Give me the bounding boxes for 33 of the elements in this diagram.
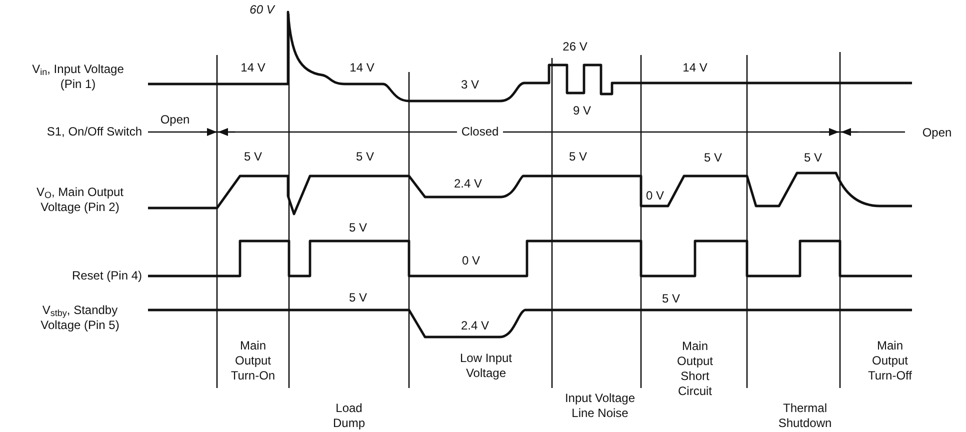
- phase-label: Load Dump: [332, 401, 366, 431]
- voltage-value: 14 V: [682, 60, 708, 76]
- voltage-value: 5 V: [568, 150, 587, 164]
- voltage-value: 3 V: [460, 78, 479, 92]
- voltage-value: 2.4 V: [454, 176, 482, 192]
- voltage-value: 5 V: [704, 150, 722, 166]
- state-label: Open: [922, 126, 952, 140]
- signal-name: Reset (Pin 4): [72, 268, 142, 284]
- phase-label: Main Output Turn-On: [230, 338, 276, 384]
- voltage-value: 5 V: [244, 150, 262, 164]
- phase-label: Thermal Shutdown: [777, 401, 833, 431]
- signal-name: V$_{O}$, Main Output Voltage (Pin 2): [35, 185, 125, 215]
- signal-name: V$_{stby}$, Standby Voltage (Pin 5): [40, 303, 120, 333]
- signal-name: S1, On/Off Switch: [46, 124, 142, 140]
- voltage-value: 5 V: [804, 150, 822, 166]
- voltage-value: 26 V: [562, 40, 588, 54]
- voltage-value: 5 V: [356, 150, 374, 164]
- voltage-value: 14 V: [240, 60, 266, 76]
- voltage-value: 5 V: [348, 290, 367, 306]
- voltage-value: 0 V: [646, 188, 664, 204]
- phase-label: Low Input Voltage: [458, 351, 514, 381]
- voltage-value: 5 V: [348, 220, 367, 236]
- voltage-value: 5 V: [662, 292, 680, 306]
- state-label: Open: [160, 112, 190, 128]
- phase-label: Main Output Turn-Off: [866, 338, 913, 384]
- voltage-value: 60 V: [250, 2, 274, 18]
- phase-label: Input Voltage Line Noise: [564, 391, 636, 421]
- voltage-value: 9 V: [572, 104, 591, 118]
- voltage-value: 2.4 V: [460, 318, 490, 334]
- voltage-value: 0 V: [462, 254, 480, 268]
- voltage-value: 14 V: [350, 60, 374, 76]
- phase-label: Main Output Short Circuit: [676, 339, 714, 399]
- signal-name: V$_{in}$, Input Voltage (Pin 1): [31, 62, 125, 92]
